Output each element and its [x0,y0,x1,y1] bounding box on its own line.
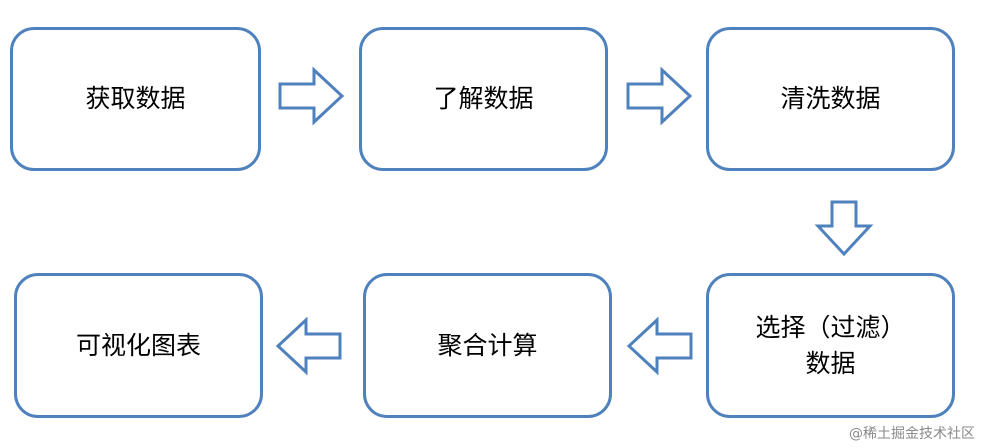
step-label: 获取数据 [85,84,186,113]
step-box-clean-data: 清洗数据 [706,27,955,171]
left-arrow-icon [626,316,693,376]
step-box-get-data: 获取数据 [10,27,261,171]
step-label-line2: 数据 [805,348,856,378]
right-arrow-icon [278,66,345,126]
step-box-select-data: 选择（过滤） 数据 [706,273,955,418]
step-label: 清洗数据 [780,84,881,113]
left-arrow-icon [275,316,342,376]
step-box-understand-data: 了解数据 [359,27,608,171]
down-arrow-icon [814,200,874,257]
step-label: 可视化图表 [75,330,201,360]
watermark: @稀土掘金技术社区 [849,426,975,442]
step-label-line1: 选择（过滤） [755,312,906,342]
step-label: 聚合计算 [437,330,538,360]
step-label: 了解数据 [433,84,534,113]
step-box-visualize: 可视化图表 [14,273,263,418]
step-box-aggregate: 聚合计算 [363,273,612,418]
right-arrow-icon [626,66,693,126]
